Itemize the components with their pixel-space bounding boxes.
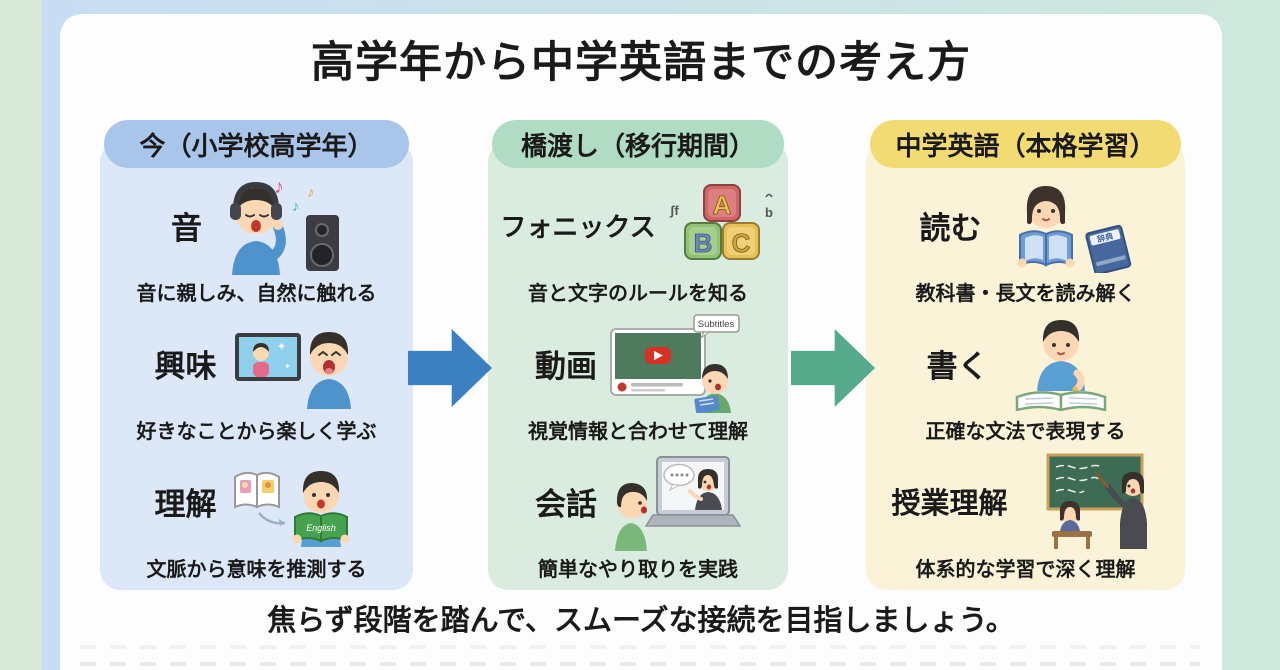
column-bridge: 橋渡し（移行期間） フォニックス ʃf b A B [488, 120, 788, 590]
svg-text:C: C [731, 228, 750, 258]
cropped-text-remnant [80, 662, 1200, 666]
item-understanding: 理解 [100, 452, 413, 582]
item-reading-label: 読む [919, 210, 982, 246]
cropped-text-remnant [80, 645, 1200, 649]
item-conversation-label: 会話 [535, 486, 597, 522]
item-video-label: 動画 [535, 348, 597, 384]
reading-textbook-dictionary-icon: 辞典 [1017, 186, 1131, 273]
item-reading-description: 教科書・長文を読み解く [915, 283, 1136, 305]
column-now-header: 今（小学校高学年） [104, 120, 409, 168]
item-lesson: 授業理解 [866, 452, 1185, 582]
item-sound-description: 音に親しみ、自然に触れる [136, 283, 377, 305]
abc-blocks-icon: ʃf b A B C [669, 184, 773, 260]
svg-text:A: A [712, 190, 731, 220]
svg-text:♪: ♪ [274, 176, 284, 198]
svg-text:b: b [765, 205, 773, 220]
item-sound: 音 ♪ ♪ ♪ [100, 176, 413, 306]
item-sound-label: 音 [171, 210, 202, 246]
item-reading: 読む [866, 176, 1185, 306]
column-bridge-content: フォニックス ʃf b A B C [488, 168, 788, 590]
item-phonics: フォニックス ʃf b A B C [488, 176, 788, 306]
footer-message: 焦らず段階を踏んで、スムーズな接続を目指しましょう。 [267, 605, 1015, 637]
item-conversation: 会話 [488, 452, 788, 582]
reading-picture-book-icon: English [233, 471, 349, 547]
item-writing-label: 書く [926, 348, 989, 384]
watching-video-icon: ✦ ✦ [234, 332, 351, 409]
item-understanding-label: 理解 [154, 486, 217, 522]
item-writing: 書く [866, 314, 1185, 444]
item-interest: 興味 ✦ ✦ [100, 314, 413, 444]
column-now-content: 音 ♪ ♪ ♪ [100, 168, 413, 590]
item-understanding-description: 文脈から意味を推測する [146, 559, 367, 581]
column-bridge-header: 橋渡し（移行期間） [492, 120, 784, 168]
classroom-lesson-icon [1046, 453, 1147, 549]
svg-text:ʃf: ʃf [669, 203, 679, 218]
svg-text:English: English [306, 523, 336, 533]
svg-text:✦: ✦ [284, 362, 291, 371]
listening-music-icon: ♪ ♪ ♪ [230, 176, 339, 275]
item-video-description: 視覚情報と合わせて理解 [528, 421, 748, 443]
item-lesson-description: 体系的な学習で深く理解 [915, 559, 1136, 581]
page-title: 高学年から中学英語までの考え方 [311, 39, 971, 87]
column-junior-high-header: 中学英語（本格学習） [870, 120, 1181, 168]
column-junior-high-content: 読む [866, 168, 1185, 590]
online-conversation-icon [615, 456, 741, 551]
svg-text:辞典: 辞典 [1096, 231, 1114, 245]
column-junior-high: 中学英語（本格学習） 読む [866, 120, 1185, 590]
item-writing-description: 正確な文法で表現する [925, 421, 1126, 443]
svg-text:B: B [693, 228, 712, 258]
writing-notebook-icon [1015, 320, 1106, 411]
video-subtitles-icon: Subtitles [610, 314, 740, 413]
column-now: 今（小学校高学年） 音 ♪ ♪ ♪ [100, 120, 413, 590]
item-video: 動画 Subtitles [488, 314, 788, 444]
item-lesson-label: 授業理解 [891, 488, 1008, 520]
svg-text:Subtitles: Subtitles [698, 319, 735, 330]
item-interest-label: 興味 [154, 348, 217, 384]
svg-text:✦: ✦ [277, 341, 286, 353]
svg-text:♪: ♪ [292, 198, 300, 215]
page-background-left-strip [0, 0, 42, 670]
item-phonics-label: フォニックス [500, 211, 656, 242]
item-phonics-description: 音と文字のルールを知る [528, 283, 748, 305]
item-interest-description: 好きなことから楽しく学ぶ [136, 421, 377, 443]
item-conversation-description: 簡単なやり取りを実践 [538, 559, 738, 581]
svg-text:♪: ♪ [307, 184, 315, 201]
